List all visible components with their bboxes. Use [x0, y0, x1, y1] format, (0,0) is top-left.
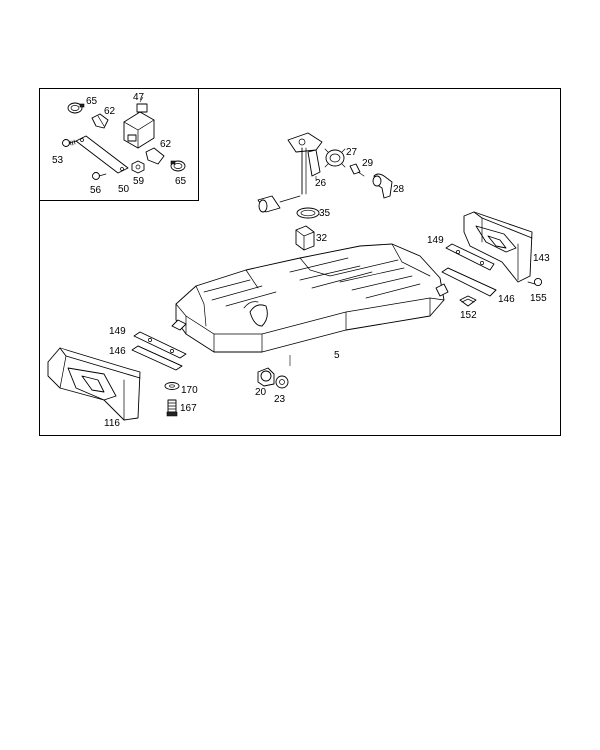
fuel-tank — [171, 243, 449, 366]
label-143: 143 — [533, 253, 550, 264]
drain-plug — [257, 367, 289, 389]
label-32: 32 — [316, 233, 328, 244]
bracket-right — [441, 211, 543, 307]
label-149-left: 149 — [109, 326, 126, 337]
label-20: 20 — [255, 387, 267, 398]
label-35: 35 — [319, 208, 331, 219]
label-26: 26 — [315, 178, 327, 189]
label-155: 155 — [530, 293, 547, 304]
label-149-right: 149 — [427, 235, 444, 246]
label-65-top: 65 — [86, 96, 98, 107]
label-116: 116 — [104, 418, 120, 429]
label-152: 152 — [460, 310, 477, 321]
label-146-right: 146 — [498, 294, 515, 305]
bracket-left — [47, 331, 187, 421]
label-65-bottom: 65 — [175, 176, 187, 187]
fuel-sender-assembly — [257, 132, 393, 251]
label-28: 28 — [393, 184, 405, 195]
label-50: 50 — [118, 184, 130, 195]
label-29: 29 — [362, 158, 374, 169]
diagram-frame — [39, 88, 561, 436]
label-59: 59 — [133, 176, 145, 187]
label-62-top: 62 — [104, 106, 116, 117]
label-23: 23 — [274, 394, 286, 405]
label-27: 27 — [346, 147, 358, 158]
part-labels: 65 62 47 53 62 56 50 59 65 27 26 29 28 3… — [52, 92, 550, 429]
label-62-bottom: 62 — [160, 139, 172, 150]
label-53: 53 — [52, 155, 64, 166]
label-47: 47 — [133, 92, 145, 103]
inset-parts — [62, 96, 186, 180]
label-5: 5 — [334, 350, 340, 361]
label-56: 56 — [90, 185, 102, 196]
label-170: 170 — [181, 385, 198, 396]
label-146-left: 146 — [109, 346, 126, 357]
label-167: 167 — [180, 403, 197, 414]
